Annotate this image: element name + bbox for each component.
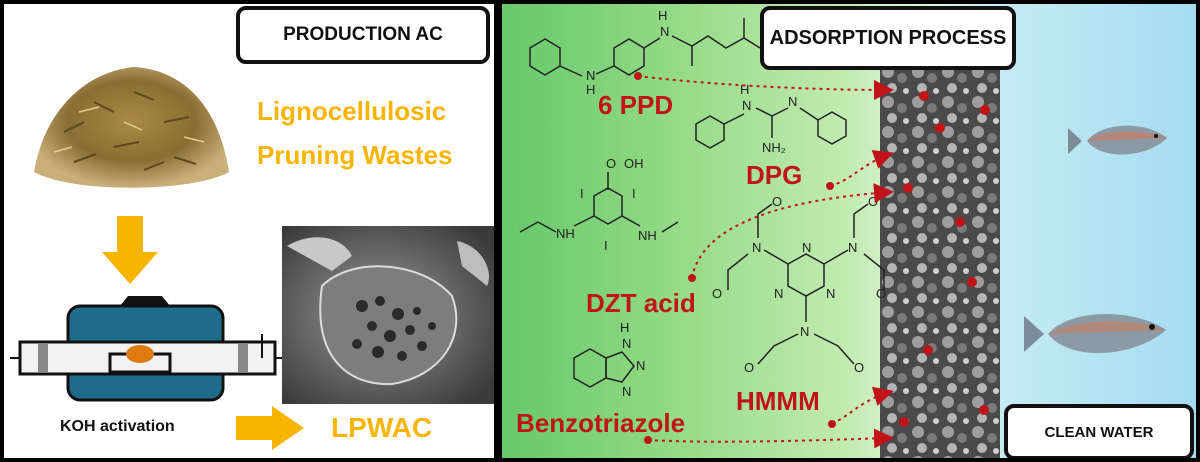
svg-text:N: N bbox=[636, 358, 645, 373]
compound-dpg-label: DPG bbox=[746, 160, 803, 190]
svg-text:N: N bbox=[800, 324, 809, 339]
svg-text:H: H bbox=[586, 82, 595, 97]
pruning-waste-pile-image bbox=[34, 67, 229, 188]
activated-carbon-sem-image bbox=[282, 226, 494, 404]
svg-text:O: O bbox=[744, 360, 754, 375]
production-title: PRODUCTION AC bbox=[236, 6, 490, 64]
biomass-label-line2: Pruning Wastes bbox=[257, 140, 453, 170]
svg-text:I: I bbox=[604, 238, 608, 253]
svg-text:O: O bbox=[868, 194, 878, 209]
compound-hmmm-label: HMMM bbox=[736, 386, 820, 416]
benzotriazole-structure: H N N N bbox=[573, 320, 645, 399]
salmon-icon bbox=[1068, 125, 1167, 155]
compound-6ppd-label: 6 PPD bbox=[598, 90, 674, 120]
right-arrow-icon bbox=[236, 406, 304, 450]
svg-text:N: N bbox=[848, 240, 857, 255]
adsorption-arrows bbox=[634, 72, 894, 449]
svg-text:I: I bbox=[580, 186, 584, 201]
svg-text:OH: OH bbox=[624, 156, 644, 171]
svg-text:O: O bbox=[606, 156, 616, 171]
svg-text:I: I bbox=[632, 186, 636, 201]
svg-text:H: H bbox=[620, 320, 629, 335]
compound-benzotriazole-label: Benzotriazole bbox=[516, 408, 686, 438]
production-panel: PRODUCTION AC Lignocellul bbox=[4, 4, 494, 458]
activated-carbon-bed-image bbox=[880, 68, 1000, 458]
biomass-label-line1: Lignocellulosic bbox=[257, 96, 447, 126]
svg-text:O: O bbox=[772, 194, 782, 209]
compound-dzt-acid-label: DZT acid bbox=[586, 288, 696, 318]
svg-text:NH₂: NH₂ bbox=[762, 140, 786, 155]
svg-text:N: N bbox=[660, 24, 669, 39]
svg-text:N: N bbox=[774, 286, 783, 301]
down-arrow-icon bbox=[102, 216, 158, 284]
svg-text:N: N bbox=[826, 286, 835, 301]
clean-water-box: CLEAN WATER bbox=[1004, 404, 1194, 458]
svg-text:NH: NH bbox=[556, 226, 575, 241]
svg-text:N: N bbox=[622, 384, 631, 399]
svg-text:H: H bbox=[658, 8, 667, 23]
dzt-acid-structure: O OH I I I NH NH bbox=[519, 156, 679, 253]
salmon-large-icon bbox=[1024, 313, 1166, 354]
svg-text:O: O bbox=[854, 360, 864, 375]
furnace-icon bbox=[10, 296, 290, 402]
lpwac-label: LPWAC bbox=[331, 412, 433, 443]
dpg-structure: H N N NH₂ bbox=[695, 82, 847, 155]
svg-text:N: N bbox=[742, 98, 751, 113]
koh-activation-label: KOH activation bbox=[60, 418, 175, 435]
adsorption-panel: ADSORPTION PROCESS N H H N 6 PPD H N bbox=[502, 4, 1196, 458]
svg-text:N: N bbox=[752, 240, 761, 255]
svg-text:O: O bbox=[712, 286, 722, 301]
svg-text:H: H bbox=[740, 82, 749, 97]
adsorption-title: ADSORPTION PROCESS bbox=[760, 6, 1016, 70]
svg-text:N: N bbox=[586, 68, 595, 83]
svg-text:N: N bbox=[788, 94, 797, 109]
svg-text:N: N bbox=[622, 336, 631, 351]
svg-text:N: N bbox=[802, 240, 811, 255]
hmmm-structure: N N N N N N O O O O O O bbox=[712, 194, 886, 375]
svg-text:NH: NH bbox=[638, 228, 657, 243]
6ppd-structure: N H H N bbox=[529, 8, 761, 97]
svg-text:O: O bbox=[876, 286, 886, 301]
